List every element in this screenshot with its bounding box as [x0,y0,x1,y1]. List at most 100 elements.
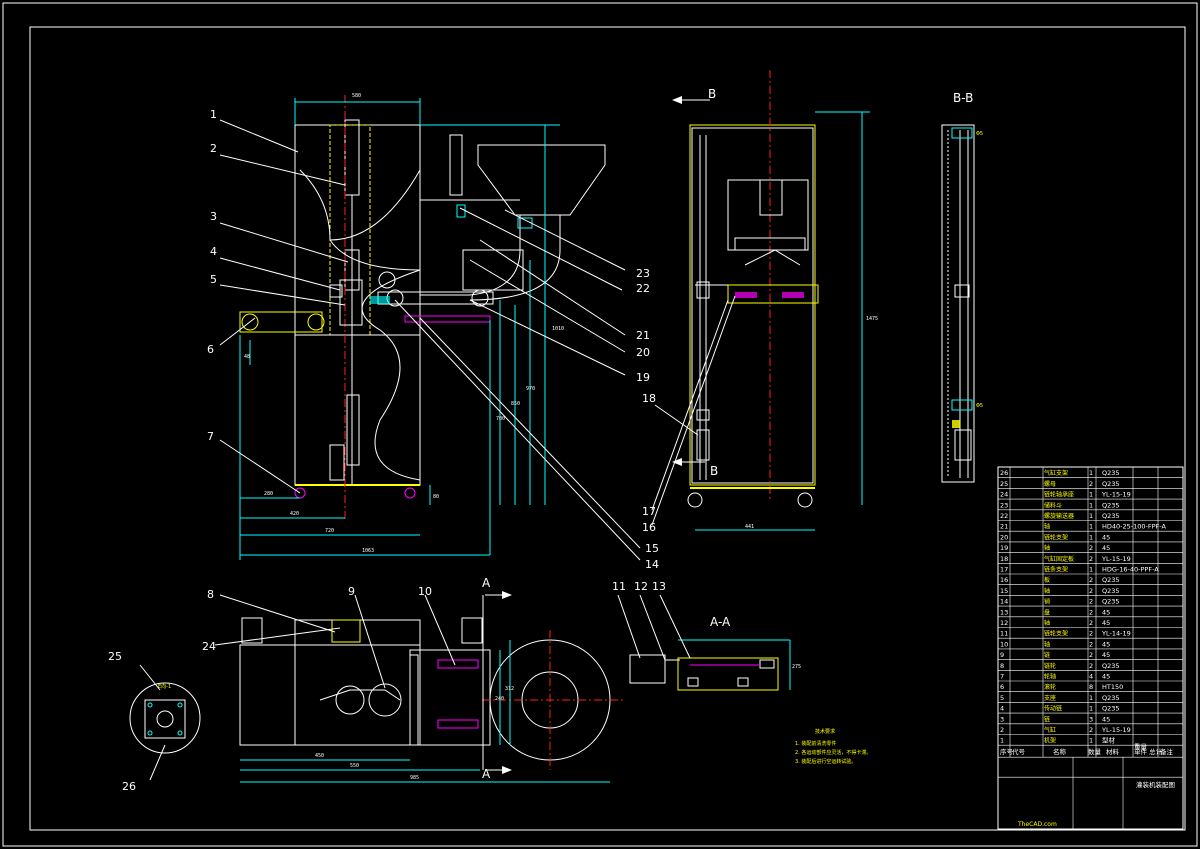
part-number: 22 [1000,512,1008,520]
part-name: 气缸 [1044,726,1056,734]
leader-10: 10 [418,585,432,598]
leader-6: 6 [207,343,214,356]
leader-20: 20 [636,346,650,359]
leader-15: 15 [645,542,659,555]
part-name: 机架 [1044,737,1056,745]
part-name: 轴 [1044,544,1050,552]
part-number: 26 [1000,469,1008,477]
inner-frame [29,26,1186,831]
svg-text:985: 985 [410,775,419,781]
part-number: 7 [1000,673,1004,681]
hopper [477,144,606,216]
part-qty: 8 [1089,683,1093,691]
svg-text:275: 275 [792,664,801,670]
part-material: Q235 [1102,662,1120,670]
bb-section: Φ5 Φ5 [941,124,983,483]
leader-19: 19 [636,371,650,384]
leader-26: 26 [122,780,136,793]
part-name: 盘 [1044,608,1050,616]
conveyor-left [239,311,323,333]
svg-text:550: 550 [350,763,359,769]
svg-text:441: 441 [745,524,754,530]
part-qty: 1 [1089,694,1093,702]
leader-11: 11 [612,580,626,593]
svg-text:970: 970 [526,386,535,392]
leader-22: 22 [636,282,650,295]
part-name: 螺母 [1044,480,1056,488]
part-name: 气缸固定板 [1044,555,1074,563]
leader-25: 25 [108,650,122,663]
part-qty: 2 [1089,555,1093,563]
part-material: YL-15-19 [1101,555,1131,563]
header-weight: 重量 [1134,743,1148,751]
part-name: 支座 [1044,694,1056,702]
part-number: 24 [1000,491,1008,499]
plan-labels: A A 450 550 985 240 312 [315,576,514,781]
leader-3: 3 [210,210,217,223]
svg-text:850: 850 [511,401,520,407]
part-number: 21 [1000,523,1008,531]
leader-9: 9 [348,585,355,598]
part-number: 18 [1000,555,1008,563]
header-cell: 代号 [1012,747,1026,756]
part-number: 23 [1000,501,1008,509]
part-name: 板 [1044,576,1050,584]
part-name: 螺旋输送器 [1044,512,1074,520]
part-material: 45 [1102,640,1110,648]
view-a-bottom: A [482,767,491,781]
front-leader-numbers: 1 2 3 4 5 6 7 23 22 21 20 19 15 14 [207,108,659,571]
drawing-title: 灌装机装配图 [1136,780,1175,789]
header-cell: 单件 总计 [1134,747,1163,756]
front-dimension-labels: 580 48 280 420 720 1063 80 700 850 970 1… [244,93,564,554]
svg-text:1063: 1063 [362,548,374,554]
svg-text:720: 720 [325,528,334,534]
leader-23: 23 [636,267,650,280]
side-view [672,70,870,531]
header-cell: 序号 [1000,747,1014,756]
leader-8: 8 [207,588,214,601]
view-b-bottom: B [710,464,718,478]
part-number: 1 [1000,737,1004,745]
part-qty: 2 [1089,576,1093,584]
leader-7: 7 [207,430,214,443]
part-material: 45 [1102,533,1110,541]
part-material: YL-14-19 [1101,630,1131,638]
leader-24: 24 [202,640,216,653]
part-material: 型材 [1102,736,1116,745]
part-name: 滚轮 [1044,683,1056,691]
part-number: 4 [1000,705,1004,713]
header-cell: 名称 [1053,747,1067,756]
leader-12: 12 [634,580,648,593]
header-cell: 数量 [1088,747,1102,756]
part-qty: 2 [1089,544,1093,552]
svg-text:48: 48 [244,354,250,360]
detail-e [129,682,201,754]
part-material: Q235 [1102,587,1120,595]
part-number: 6 [1000,683,1004,691]
part-material: Q235 [1102,512,1120,520]
svg-text:312: 312 [505,686,514,692]
svg-text:1. 装配前清洗零件: 1. 装配前清洗零件 [795,740,836,747]
side-labels: B B 1475 441 [708,87,878,530]
svg-text:Φ5: Φ5 [976,403,983,409]
view-b-top: B [708,87,716,101]
part-material: Q235 [1102,705,1120,713]
part-qty: 1 [1089,737,1093,745]
part-number: 16 [1000,576,1008,584]
svg-text:280: 280 [264,491,273,497]
leader-1: 1 [210,108,217,121]
part-qty: 1 [1089,501,1093,509]
part-material: 45 [1102,619,1110,627]
part-qty: 2 [1089,651,1093,659]
leader-21: 21 [636,329,650,342]
part-qty: 2 [1089,608,1093,616]
part-name: 链 [1044,715,1050,723]
part-qty: 2 [1089,726,1093,734]
part-qty: 1 [1089,705,1093,713]
svg-text:1010: 1010 [552,326,564,332]
part-material: Q235 [1102,598,1120,606]
part-number: 19 [1000,544,1008,552]
part-qty: 2 [1089,598,1093,606]
